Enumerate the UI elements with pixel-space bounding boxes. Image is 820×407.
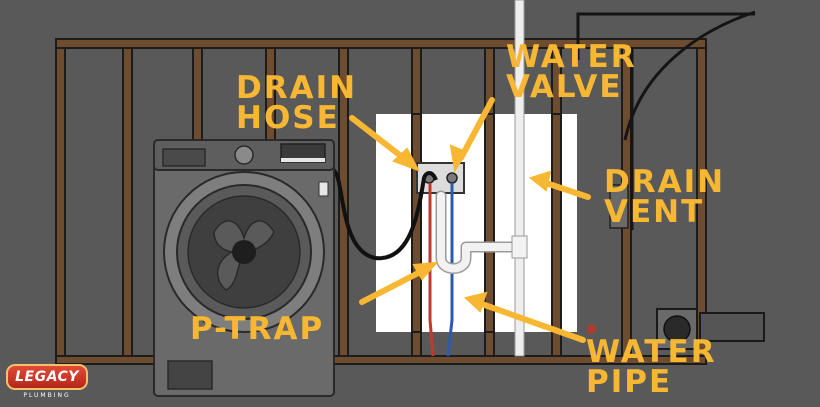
label-drain-hose: DRAIN HOSE	[236, 70, 358, 136]
washer-dial	[234, 145, 254, 165]
panel-studs	[411, 113, 562, 333]
arrow-drain-hose-head	[392, 147, 421, 172]
vent-tee-fitting	[511, 235, 528, 259]
p-trap-pipe	[437, 192, 524, 273]
drain-cover-plate	[699, 312, 765, 342]
washer-filter-door	[167, 360, 213, 390]
logo-name: LEGACY	[15, 369, 79, 385]
arrow-p-trap-shaft	[359, 267, 427, 305]
conduit-wire	[623, 10, 756, 141]
panel-stud-1	[411, 113, 422, 333]
arrow-drain-vent-head	[528, 170, 552, 192]
panel-stud-3	[551, 113, 562, 333]
logo-badge: LEGACY	[6, 364, 88, 390]
top-plate	[55, 38, 707, 49]
arrow-drain-hose-shaft	[349, 115, 409, 163]
stud-2	[122, 47, 133, 357]
arrow-water-pipe-head	[463, 291, 488, 313]
hot-water-line	[428, 183, 435, 357]
arrow-water-valve-head	[449, 144, 468, 173]
label-drain-vent: DRAIN VENT	[604, 164, 726, 230]
conduit-top	[576, 12, 755, 60]
stud-1	[55, 47, 66, 357]
cold-valve-knob	[446, 172, 458, 184]
arrow-water-valve-shaft	[458, 97, 495, 161]
legacy-plumbing-logo: LEGACY PLUMBING	[6, 364, 90, 404]
p-trap-assembly	[435, 190, 526, 274]
washer-detergent-drawer	[162, 148, 206, 167]
callout-arrows	[349, 97, 591, 343]
arrow-drain-vent-shaft	[543, 180, 591, 200]
stud-10	[696, 47, 707, 357]
panel-stud-2	[484, 113, 495, 333]
washer-drum-hub	[232, 240, 256, 264]
label-p-trap: P-TRAP	[190, 311, 325, 347]
vent-pipe	[514, 0, 525, 357]
logo-tagline: PLUMBING	[23, 392, 71, 399]
label-water-pipe: WATER PIPE	[586, 334, 717, 400]
label-water-valve: WATER VALVE	[506, 39, 637, 105]
washer-display-strip	[281, 158, 325, 162]
arrow-p-trap-head	[412, 261, 439, 281]
bottom-plate	[55, 355, 707, 365]
drain-hose	[331, 168, 438, 261]
electrical-box	[609, 184, 629, 229]
cold-water-line	[446, 183, 454, 357]
arrow-water-pipe-shaft	[479, 301, 586, 343]
washer-side-button	[318, 181, 329, 197]
electrical-conduit	[576, 10, 756, 230]
floor-valve	[588, 325, 596, 333]
floor-drain-grate	[663, 315, 691, 343]
washing-machine	[153, 139, 335, 397]
